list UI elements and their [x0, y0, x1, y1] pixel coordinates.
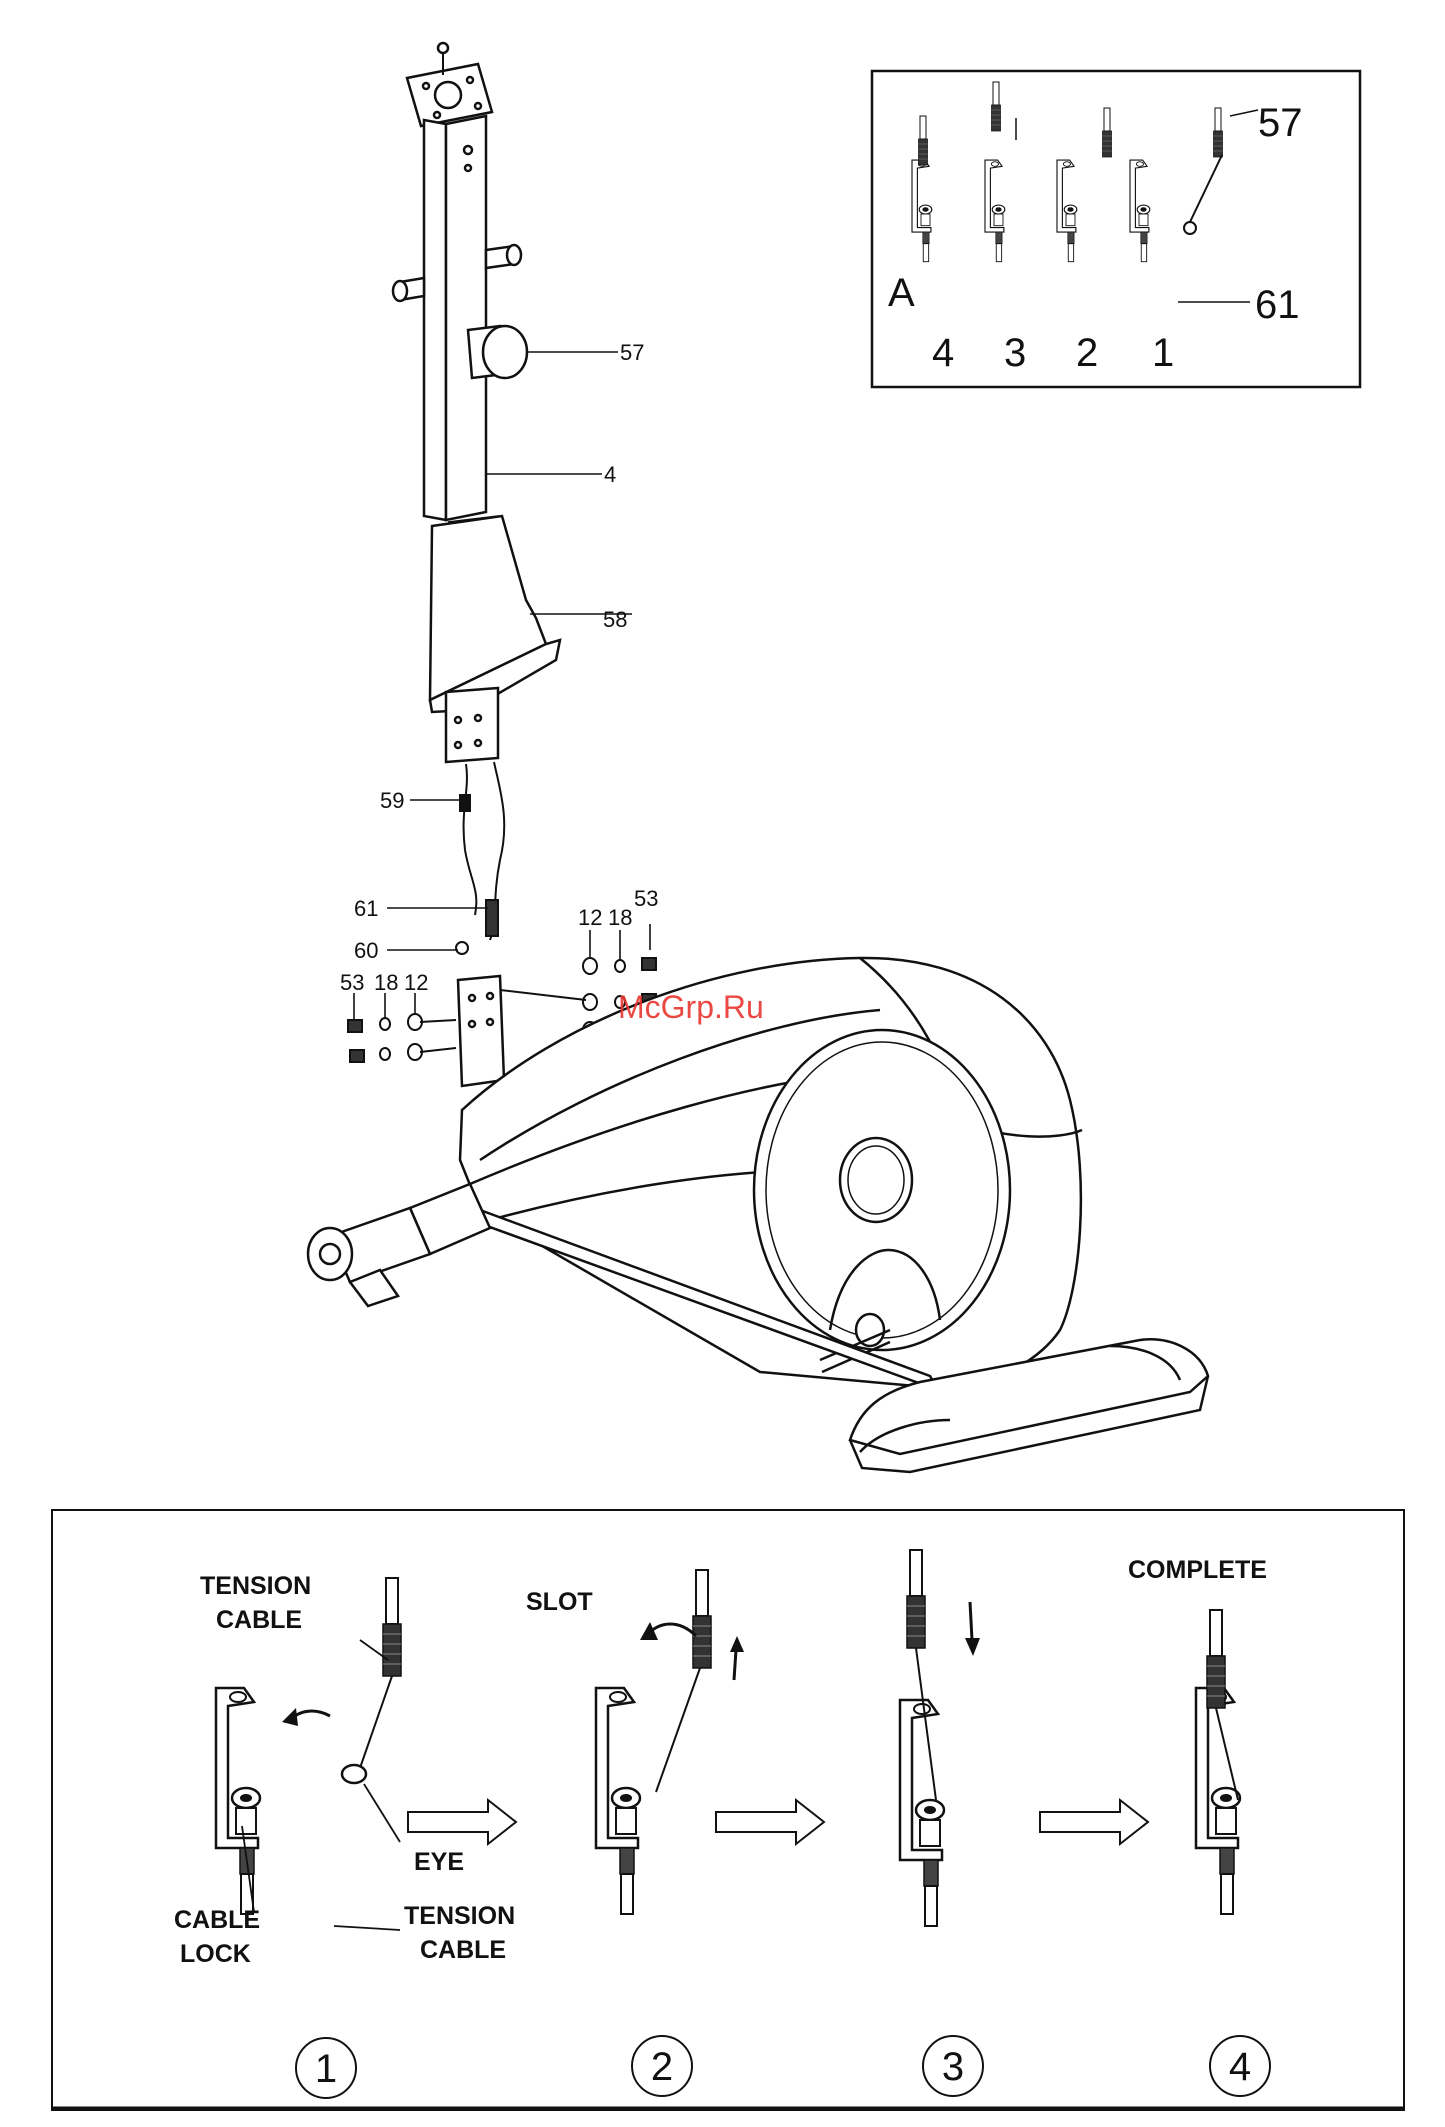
callout-18-left: 18: [374, 970, 398, 995]
label-slot: SLOT: [526, 1588, 593, 1616]
label-tension-cable-top-2: CABLE: [216, 1606, 302, 1634]
inset-step-4: 4: [932, 331, 954, 375]
tension-cables: [456, 762, 504, 954]
label-cable-lock-1: CABLE: [174, 1906, 260, 1934]
watermark: McGrp.Ru: [618, 989, 764, 1025]
post-cover: [430, 516, 560, 762]
callout-12-left: 12: [404, 970, 428, 995]
callout-4: 4: [604, 462, 616, 487]
callout-58: 58: [603, 607, 627, 632]
callout-53-left: 53: [340, 970, 364, 995]
step-number-4: 4: [1229, 2045, 1251, 2089]
callout-61: 61: [354, 896, 378, 921]
callout-18-right: 18: [608, 905, 632, 930]
step-number-3: 3: [942, 2045, 964, 2089]
elliptical-base: [308, 958, 1208, 1472]
callout-12-right: 12: [578, 905, 602, 930]
callout-53-right: 53: [634, 886, 658, 911]
inset-step-2: 2: [1076, 331, 1098, 375]
inset-step-1: 1: [1152, 331, 1174, 375]
inset-step-3: 3: [1004, 331, 1026, 375]
label-eye: EYE: [414, 1848, 464, 1876]
label-cable-lock-2: LOCK: [180, 1940, 251, 1968]
label-tension-cable-bottom-2: CABLE: [420, 1936, 506, 1964]
label-complete: COMPLETE: [1128, 1556, 1267, 1584]
inset-label-57: 57: [1258, 101, 1303, 145]
label-tension-cable-top-1: TENSION: [200, 1572, 311, 1600]
callout-60: 60: [354, 938, 378, 963]
step-number-1: 1: [315, 2047, 337, 2091]
upright-post: [393, 43, 527, 520]
inset-label-a: A: [888, 271, 915, 315]
label-tension-cable-bottom-1: TENSION: [404, 1902, 515, 1930]
inset-label-61: 61: [1255, 283, 1300, 327]
step-number-2: 2: [651, 2045, 673, 2089]
callout-59: 59: [380, 788, 404, 813]
callout-57: 57: [620, 340, 644, 365]
